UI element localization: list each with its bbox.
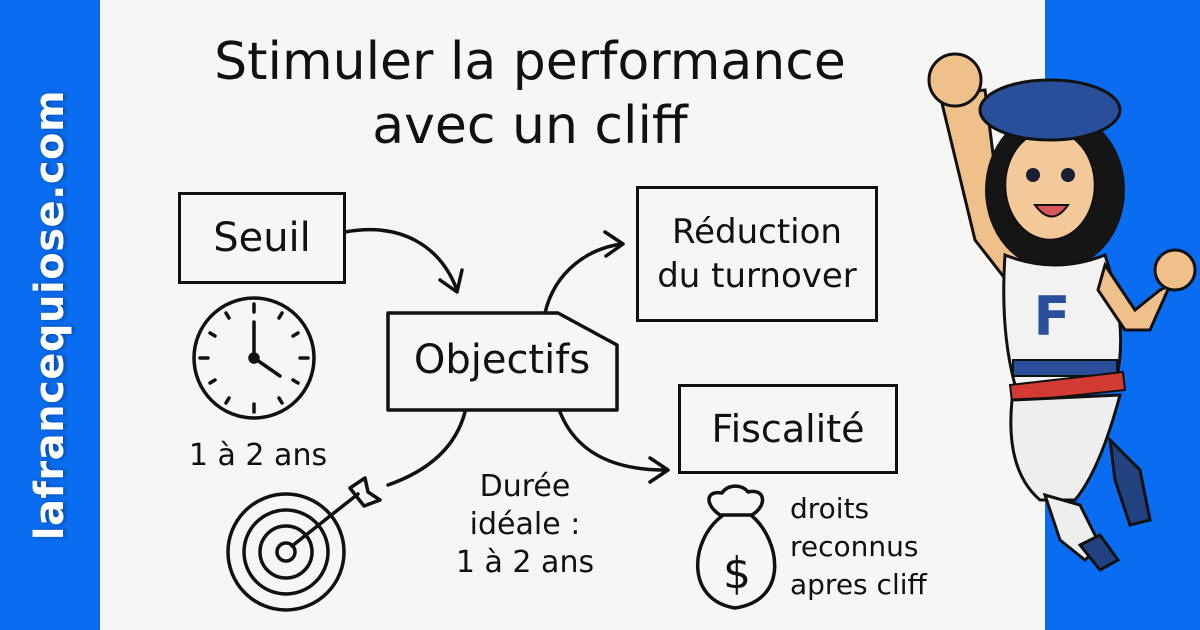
annotation-duree-ideale: Durée idéale : 1 à 2 ans: [440, 468, 610, 582]
page-title: Stimuler la performance avec un cliff: [160, 30, 900, 158]
right-brand-bar: [1045, 0, 1200, 630]
droits-line-2: reconnus: [790, 530, 919, 563]
duree-line-1: Durée: [479, 469, 571, 504]
droits-line-3: apres cliff: [790, 568, 927, 601]
node-objectifs: Objectifs: [388, 312, 616, 408]
title-line-2: avec un cliff: [372, 96, 688, 156]
node-objectifs-label: Objectifs: [413, 337, 591, 383]
node-reduction-line-1: Réduction: [672, 212, 842, 252]
title-line-1: Stimuler la performance: [214, 32, 846, 92]
node-reduction-turnover: Réduction du turnover: [636, 186, 878, 322]
site-label: lafrancequiose.com: [27, 89, 73, 541]
node-seuil-label: Seuil: [213, 215, 311, 261]
duree-line-2: idéale :: [469, 507, 581, 542]
node-fiscalite-label: Fiscalité: [711, 407, 865, 451]
node-seuil: Seuil: [178, 192, 346, 284]
seuil-caption: 1 à 2 ans: [188, 438, 328, 473]
node-fiscalite: Fiscalité: [678, 384, 898, 474]
droits-line-1: droits: [790, 492, 870, 525]
node-reduction-line-2: du turnover: [657, 256, 857, 296]
left-brand-bar: lafrancequiose.com: [0, 0, 100, 630]
annotation-droits: droits reconnus apres cliff: [790, 490, 970, 604]
duree-line-3: 1 à 2 ans: [455, 545, 595, 580]
